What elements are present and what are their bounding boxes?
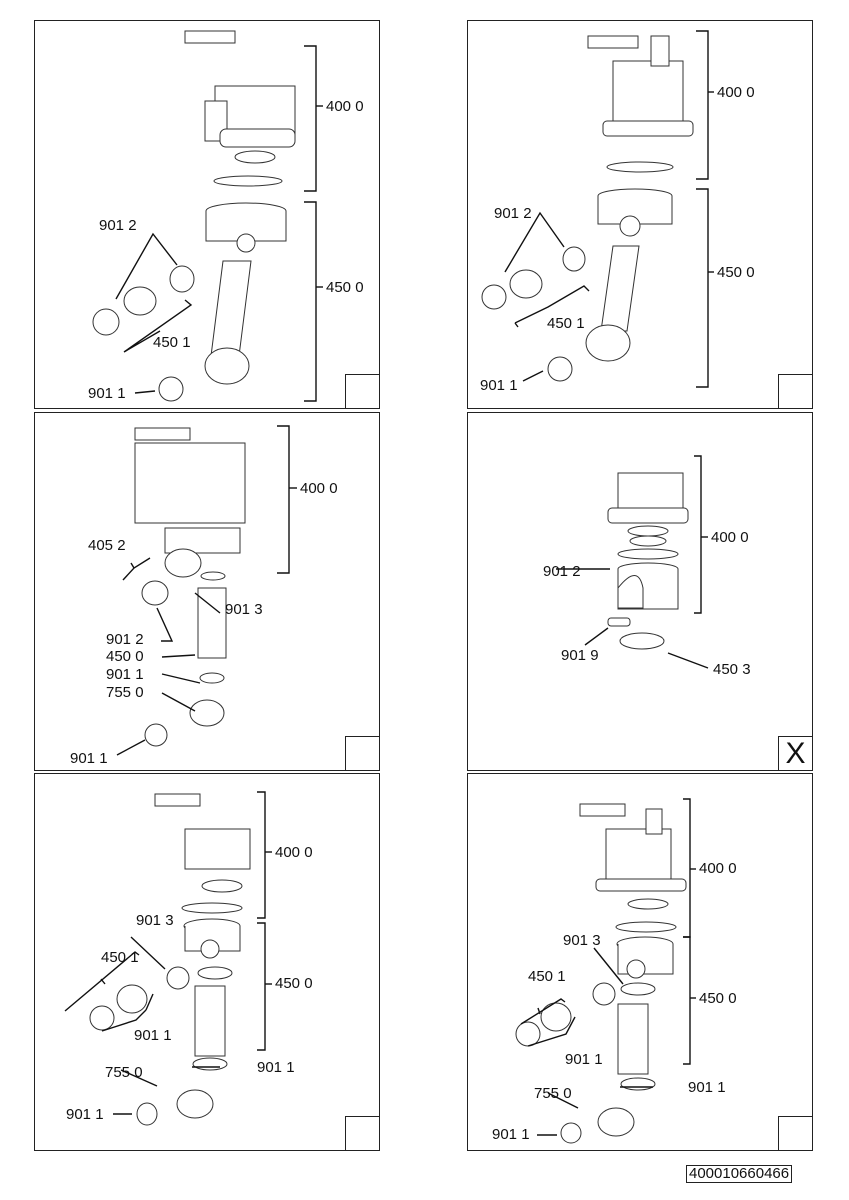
corner-box: [345, 736, 379, 770]
diagram-panel-2: 400 0 450 0 901 2 450 1 901 1: [467, 20, 813, 409]
callout-label: 450 3: [713, 661, 751, 678]
callout-label: 901 2: [99, 217, 137, 234]
callout-label: 405 2: [88, 537, 126, 554]
exploded-view-drawing: [556, 455, 709, 669]
callout-label: 400 0: [300, 480, 338, 497]
callout-label: 400 0: [717, 84, 755, 101]
diagram-panel-6: 400 0 901 3 450 1 450 0 901 1 901 1 755 …: [467, 773, 813, 1151]
callout-label: 400 0: [711, 529, 749, 546]
callout-label: 901 1: [66, 1106, 104, 1123]
exploded-view-drawing: [116, 425, 297, 756]
callout-label: 450 1: [101, 949, 139, 966]
callout-label: 901 1: [492, 1126, 530, 1143]
callout-label: 901 3: [563, 932, 601, 949]
callout-label: 450 1: [528, 968, 566, 985]
callout-label: 450 0: [106, 648, 144, 665]
callout-label: 450 1: [153, 334, 191, 351]
callout-label: 400 0: [275, 844, 313, 861]
exploded-view-drawing: [481, 30, 714, 388]
callout-label: 901 1: [480, 377, 518, 394]
diagram-panel-5: 400 0 901 3 450 1 450 0 901 1 901 1 755 …: [34, 773, 380, 1151]
document-id: 400010660466: [686, 1165, 793, 1183]
callout-label: 901 3: [225, 601, 263, 618]
callout-label: 450 0: [699, 990, 737, 1007]
callout-label: 901 1: [257, 1059, 295, 1076]
callout-label: 755 0: [534, 1085, 572, 1102]
callout-label: 400 0: [326, 98, 364, 115]
exploded-view-drawing: [64, 791, 272, 1126]
callout-label: 901 9: [561, 647, 599, 664]
callout-label: 450 0: [326, 279, 364, 296]
diagram-panel-3: 400 0 405 2 901 3 901 2 450 0 901 1 755 …: [34, 412, 380, 771]
corner-box: [345, 1116, 379, 1150]
callout-label: 755 0: [105, 1064, 143, 1081]
callout-label: 450 0: [275, 975, 313, 992]
callout-label: 901 1: [106, 666, 144, 683]
callout-label: 901 3: [136, 912, 174, 929]
corner-box: X: [778, 736, 812, 770]
diagram-panel-4: 400 0 901 2 901 9 450 3 X: [467, 412, 813, 771]
callout-label: 901 1: [134, 1027, 172, 1044]
corner-box: [778, 374, 812, 408]
callout-label: 901 1: [688, 1079, 726, 1096]
callout-label: 450 0: [717, 264, 755, 281]
callout-label: 400 0: [699, 860, 737, 877]
exploded-view-drawing: [92, 30, 323, 402]
callout-label: 901 2: [106, 631, 144, 648]
exploded-view-drawing: [515, 798, 696, 1144]
callout-label: 901 2: [543, 563, 581, 580]
callout-label: 450 1: [547, 315, 585, 332]
callout-label: 901 1: [70, 750, 108, 767]
callout-label: 901 1: [565, 1051, 603, 1068]
callout-label: 901 2: [494, 205, 532, 222]
corner-box: [345, 374, 379, 408]
callout-label: 901 1: [88, 385, 126, 402]
callout-label: 755 0: [106, 684, 144, 701]
corner-box: [778, 1116, 812, 1150]
diagram-panel-1: 400 0 450 0 901 2 450 1 901 1: [34, 20, 380, 409]
